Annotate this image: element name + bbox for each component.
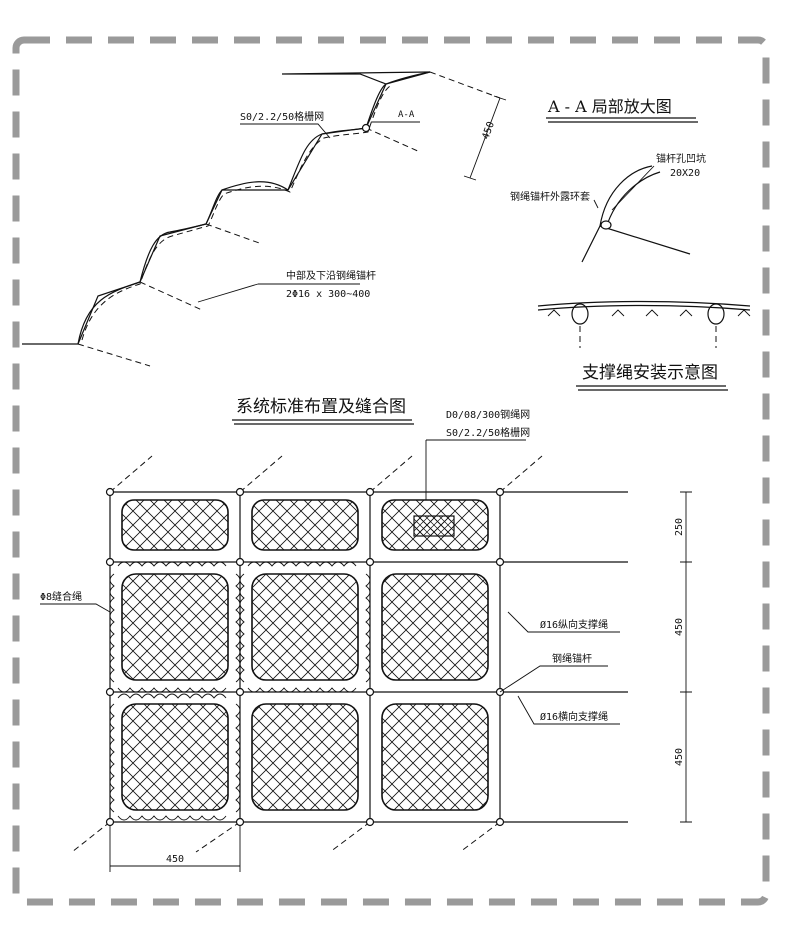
system-layout: 系统标准布置及缝合图 D0/08/300钢绳网 S0/2.2/50格栅网 (40, 397, 692, 872)
seam-stitching (109, 561, 371, 821)
horizontal-rope-label: Ø16横向支撑绳 (540, 710, 608, 723)
dim-250: 250 (674, 518, 685, 536)
vertical-rope-label: Ø16纵向支撑绳 (540, 618, 608, 631)
dim-450-width: 450 (166, 854, 184, 865)
anchor-spec: 2Φ16 x 300~400 (286, 289, 370, 300)
anchor-rod-label: 钢绳锚杆 (552, 652, 592, 665)
dim-450-mid: 450 (674, 618, 685, 636)
rope-mesh-label: D0/08/300钢绳网 (446, 408, 530, 421)
sheet-frame (12, 36, 770, 906)
detail-aa-title: A - A 局部放大图 (547, 97, 672, 116)
anchor-point (361, 123, 371, 133)
support-rope-sketch: 支撑绳安装示意图 (537, 300, 751, 391)
mesh-label: S0/2.2/50格栅网 (240, 110, 324, 123)
dim-450-bottom: 450 (674, 748, 685, 766)
section-mark: A-A (398, 110, 415, 120)
loop-label: 钢绳锚杆外露环套 (510, 190, 590, 203)
anchor-label: 中部及下沿钢绳锚杆 (286, 269, 376, 282)
slope-profile: S0/2.2/50格栅网 A-A 450 中部及下沿钢绳锚杆 2Φ16 x 30… (22, 71, 507, 367)
pit-label: 锚杆孔凹坑 (656, 152, 706, 165)
pit-size: 20X20 (670, 168, 700, 179)
grid-mesh-label: S0/2.2/50格栅网 (446, 426, 530, 439)
support-rope-title: 支撑绳安装示意图 (582, 363, 718, 383)
detail-aa: A - A 局部放大图 锚杆孔凹坑 20X20 钢绳锚杆外露环套 (510, 97, 706, 263)
layout-title: 系统标准布置及缝合图 (236, 397, 406, 417)
seam-rope-label: Φ8缝合绳 (40, 590, 82, 603)
loop-ring (600, 220, 612, 230)
profile-dim-450: 450 (480, 120, 497, 141)
